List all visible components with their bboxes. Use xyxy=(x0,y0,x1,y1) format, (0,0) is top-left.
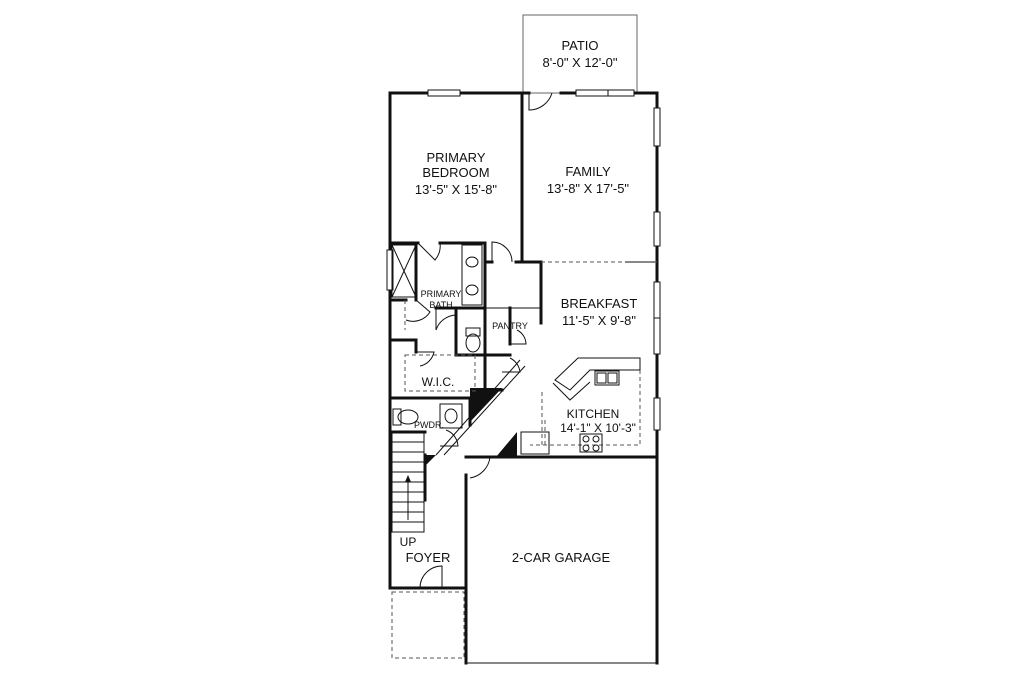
kitchen-name: KITCHEN xyxy=(567,407,620,421)
primary-bedroom-name-line1: PRIMARY xyxy=(427,150,486,165)
breakfast-dims: 11'-5" X 9'-8" xyxy=(562,313,636,328)
primary-bath-name-line2: BATH xyxy=(429,300,452,310)
pantry-name: PANTRY xyxy=(492,321,528,331)
kitchen-island xyxy=(520,357,641,455)
primary-bedroom-dims: 13'-5" X 15'-8" xyxy=(415,182,498,197)
primary-bath-name-line1: PRIMARY xyxy=(421,289,462,299)
patio-dims: 8'-0" X 12'-0" xyxy=(543,55,618,70)
garage-name: 2-CAR GARAGE xyxy=(512,550,611,565)
stairs-up-label: UP xyxy=(400,535,417,549)
foyer-name: FOYER xyxy=(406,550,451,565)
wic-name: W.I.C. xyxy=(422,375,455,389)
family-dims: 13'-8" X 17'-5" xyxy=(547,181,630,196)
primary-bedroom-name-line2: BEDROOM xyxy=(422,165,489,180)
breakfast-name: BREAKFAST xyxy=(561,296,638,311)
patio-name: PATIO xyxy=(561,38,598,53)
fixtures xyxy=(391,244,483,429)
doors xyxy=(405,92,655,589)
stairs xyxy=(391,431,425,533)
powder-name: PWDR. xyxy=(414,420,444,430)
dashed-lines xyxy=(391,261,657,659)
room-labels: PRIMARY BEDROOM 13'-5" X 15'-8" FAMILY 1… xyxy=(400,150,638,565)
patio: PATIO 8'-0" X 12'-0" xyxy=(522,14,638,94)
family-name: FAMILY xyxy=(565,164,611,179)
windows xyxy=(386,89,661,431)
kitchen-dims: 14'-1" X 10'-3" xyxy=(560,421,636,435)
